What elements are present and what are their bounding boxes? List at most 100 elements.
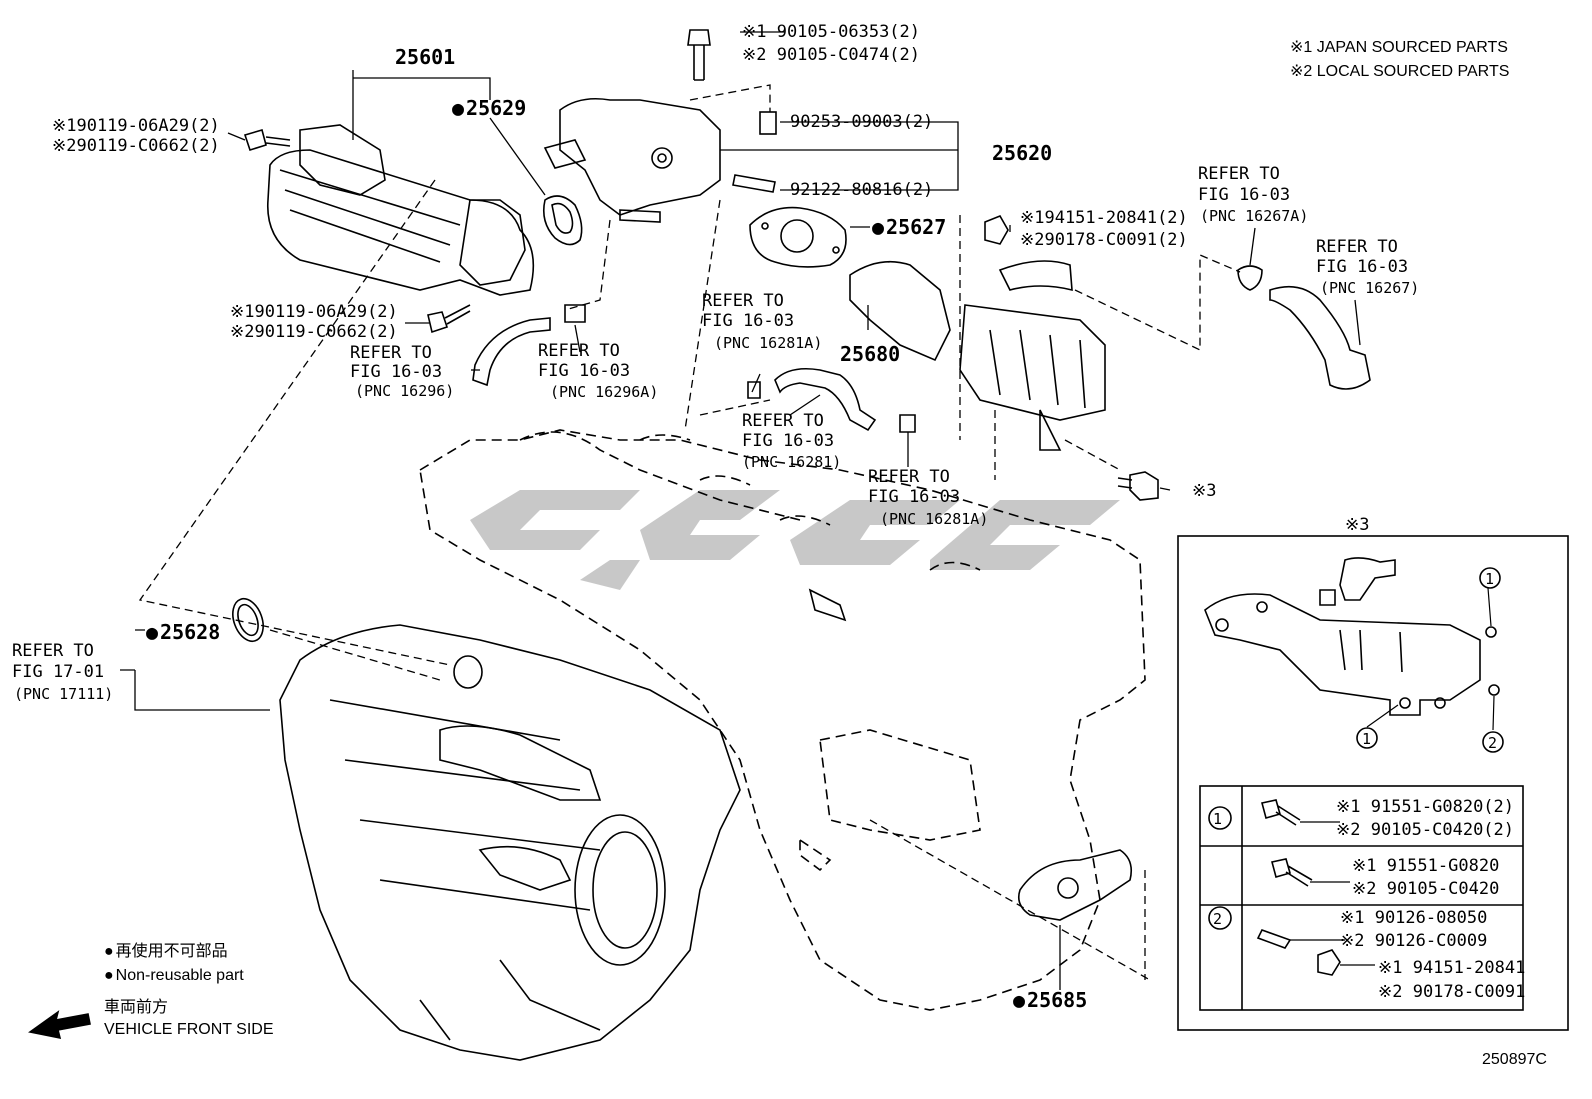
refer-16281a-1-line1: REFER TO	[702, 291, 784, 311]
table-row2c-local: ※2 90178-C0091	[1378, 982, 1526, 1002]
table-row2-number: 2	[1213, 910, 1223, 928]
stud-icon	[732, 174, 776, 193]
refer-16296-line3: (PNC 16296)	[355, 382, 455, 400]
clamp-icon	[899, 414, 916, 433]
bolt-icon	[427, 304, 471, 334]
legend-front-en: VEHICLE FRONT SIDE	[104, 1021, 274, 1038]
table-row1-japan: ※1 91551-G0820(2)	[1336, 797, 1515, 817]
table-row2a-local: ※2 90105-C0420	[1352, 879, 1500, 899]
refer-16281a-2-line2: FIG 16-03	[868, 487, 961, 507]
refer-16281a-1-line2: FIG 16-03	[702, 311, 795, 331]
refer-17111-line1: REFER TO	[12, 641, 94, 661]
table-row2a-japan: ※1 91551-G0820	[1352, 856, 1500, 876]
note-local-sourced: ※2 LOCAL SOURCED PARTS	[1290, 63, 1510, 80]
parts-table	[1199, 785, 1524, 1011]
watermark-logo	[470, 490, 1120, 590]
inset-callouts	[1356, 567, 1504, 753]
refer-16267-line1: REFER TO	[1316, 237, 1398, 257]
refer-16281-line3: (PNC 16281)	[742, 453, 842, 471]
table-leader-lines	[1290, 821, 1375, 966]
bolt-top-local: ※2 90105-C0474(2)	[742, 45, 921, 65]
egr-cooler-25680	[849, 260, 1106, 451]
clamp-icon	[564, 304, 586, 323]
legend-front-jp: 車両前方	[104, 999, 169, 1016]
table-row2c-japan: ※1 94151-20841	[1378, 958, 1526, 978]
refer-16267-line3: (PNC 16267)	[1320, 279, 1420, 297]
part-25629: 25629	[452, 98, 526, 118]
bolt-icon	[1117, 471, 1159, 501]
engine-cam-pipe	[808, 588, 847, 622]
table-bolt-icons	[1256, 799, 1341, 976]
nut-icon	[984, 214, 1009, 245]
refer-16281-line2: FIG 16-03	[742, 431, 835, 451]
pin-part: 90253-09003(2)	[790, 112, 934, 132]
inset-callout-2: 2	[1488, 734, 1498, 752]
bolt-left-japan-a: ※190119-06A29(2)	[52, 116, 220, 136]
hose-16281	[774, 367, 877, 432]
dashed-connections	[138, 84, 1241, 981]
nut-local: ※290178-C0091(2)	[1020, 230, 1188, 250]
refer-16296a-line2: FIG 16-03	[538, 361, 631, 381]
vehicle-front-arrow	[28, 1010, 91, 1040]
note-japan-sourced: ※1 JAPAN SOURCED PARTS	[1290, 39, 1508, 56]
bolt-icon	[687, 29, 711, 81]
part-25685: 25685	[1013, 990, 1087, 1010]
ref3-label: ※3	[1192, 481, 1217, 501]
hose-16267	[1269, 285, 1371, 390]
refer-16296a-line3: (PNC 16296A)	[550, 383, 659, 401]
refer-16281a-2-line3: (PNC 16281A)	[880, 510, 989, 528]
inset-callout-lines	[1366, 587, 1495, 731]
gasket-25685	[1017, 849, 1133, 921]
inset-callout-1a: 1	[1485, 570, 1495, 588]
refer-16267a-line2: FIG 16-03	[1198, 185, 1291, 205]
refer-16267a-line1: REFER TO	[1198, 164, 1280, 184]
hose-16296	[472, 317, 551, 387]
table-row1-local: ※2 90105-C0420(2)	[1336, 820, 1515, 840]
refer-16281a-1-line3: (PNC 16281A)	[714, 334, 823, 352]
refer-16281-line1: REFER TO	[742, 411, 824, 431]
bolt-icon	[243, 129, 291, 151]
refer-17111-line2: FIG 17-01	[12, 662, 105, 682]
refer-16281a-2-line1: REFER TO	[868, 467, 950, 487]
gasket-25627	[749, 206, 847, 268]
bolt-left-japan-b: ※190119-06A29(2)	[230, 302, 398, 322]
inset-callout-1b: 1	[1362, 730, 1372, 748]
nut-japan: ※194151-20841(2)	[1020, 208, 1188, 228]
part-25627: 25627	[872, 217, 946, 237]
table-row2b-japan: ※1 90126-08050	[1340, 908, 1488, 928]
bolt-top-japan: ※1 90105-06353(2)	[742, 22, 921, 42]
refer-16267-line2: FIG 16-03	[1316, 257, 1409, 277]
legend-nonreusable-jp: 再使用不可部品	[104, 942, 228, 962]
engine-head-outline	[419, 429, 1146, 1011]
egr-valve-25620	[543, 97, 721, 223]
part-25601: 25601	[395, 45, 456, 69]
pin-icon	[759, 111, 777, 135]
figure-code: 250897C	[1482, 1051, 1547, 1068]
intake-manifold	[279, 624, 741, 1061]
inset-cooler-drawing	[1204, 557, 1500, 716]
refer-16267a-line3: (PNC 16267A)	[1200, 207, 1309, 225]
clamp-icon	[1237, 265, 1263, 291]
bolt-left-local-a: ※290119-C0662(2)	[52, 136, 220, 156]
part-25628: 25628	[146, 622, 220, 642]
stud-part: 92122-80816(2)	[790, 180, 934, 200]
refer-16296-line2: FIG 16-03	[350, 362, 443, 382]
part-25620: 25620	[992, 141, 1053, 165]
part-25680: 25680	[840, 342, 901, 366]
leader-lines	[120, 31, 1361, 990]
legend-nonreusable-en: Non-reusable part	[104, 966, 244, 986]
bolt-left-local-b: ※290119-C0662(2)	[230, 322, 398, 342]
gasket-icon	[542, 195, 583, 246]
clamp-icon	[747, 381, 761, 399]
inset-box	[1177, 535, 1569, 1031]
egr-pipe-25601	[267, 124, 535, 296]
refer-16296a-line1: REFER TO	[538, 341, 620, 361]
table-row2b-local: ※2 90126-C0009	[1340, 931, 1488, 951]
refer-17111-line3: (PNC 17111)	[14, 685, 114, 703]
table-row1-number: 1	[1213, 810, 1223, 828]
refer-16296-line1: REFER TO	[350, 343, 432, 363]
gasket-25628	[232, 597, 264, 643]
inset-title: ※3	[1345, 515, 1370, 535]
